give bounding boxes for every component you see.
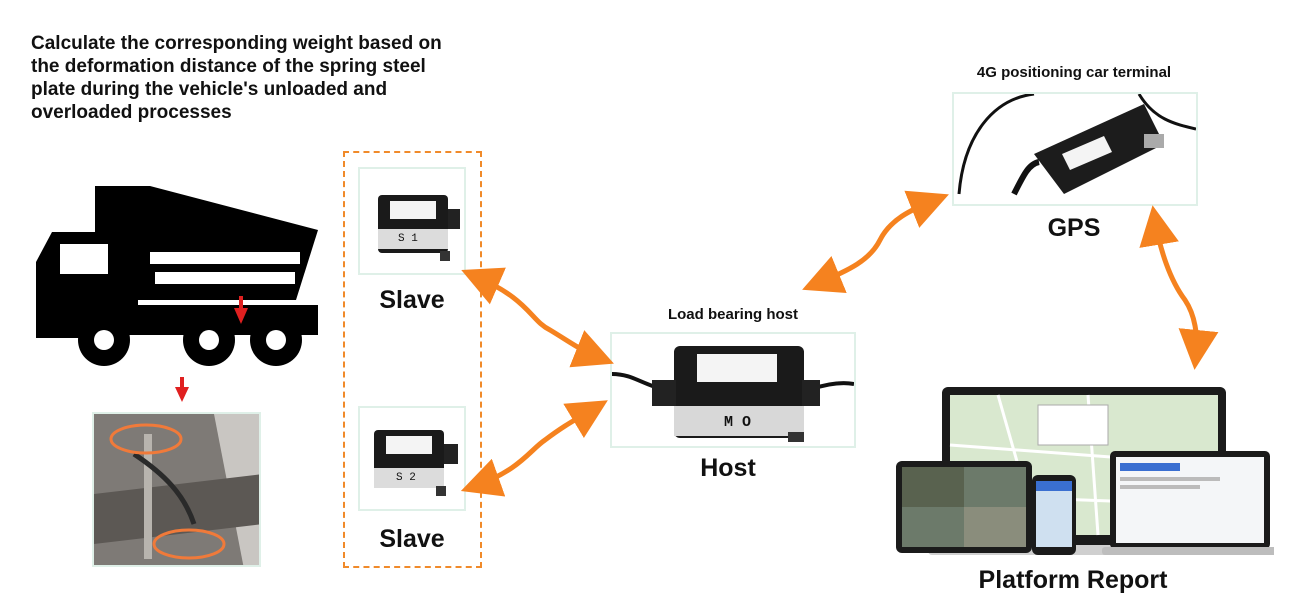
host-caption: Load bearing host <box>667 306 798 323</box>
slave-top-photo: S 1 <box>358 167 466 275</box>
slave-bottom-code: S 2 <box>396 472 416 484</box>
leaf-spring-photo <box>92 412 261 567</box>
gps-terminal-icon <box>957 94 1196 196</box>
devices-icon <box>896 387 1274 555</box>
host-photo: M O <box>610 332 856 448</box>
slave-bottom-photo: S 2 <box>358 406 466 511</box>
host-code: M O <box>724 414 752 431</box>
sensor-device-icon <box>612 346 854 442</box>
slave-bottom-label: Slave <box>379 525 445 553</box>
description-text: Calculate the corresponding weight based… <box>31 33 442 123</box>
gps-photo <box>952 92 1198 206</box>
sensor-device-icon <box>378 195 460 261</box>
gps-label: GPS <box>1047 214 1101 242</box>
platform-devices <box>888 385 1274 563</box>
sensor-device-icon <box>374 430 458 496</box>
host-label: Host <box>700 454 756 482</box>
slave-top-code: S 1 <box>398 233 418 245</box>
leaf-spring-graphic <box>94 414 259 565</box>
gps-caption: 4G positioning car terminal <box>976 64 1172 81</box>
slave-top-label: Slave <box>379 286 445 314</box>
platform-label: Platform Report <box>978 566 1168 594</box>
